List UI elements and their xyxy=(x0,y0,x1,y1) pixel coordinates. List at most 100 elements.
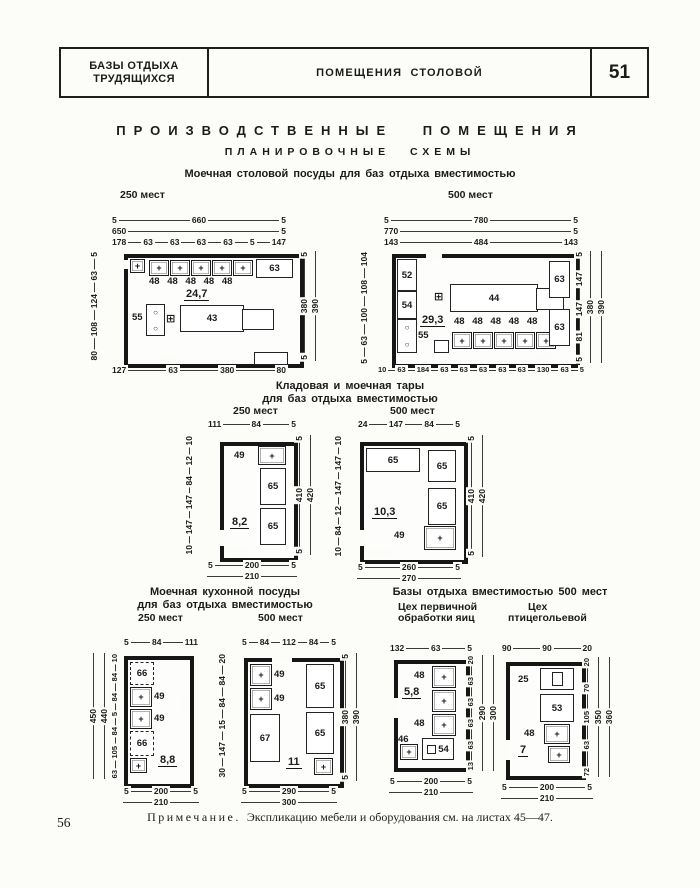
section3-title-line2: для баз отдыха вместимостью xyxy=(137,599,313,611)
dim-value: 5 xyxy=(340,773,350,782)
section1-caption-250: 250 мест xyxy=(120,189,165,201)
dim-value: 130 xyxy=(534,365,552,375)
hatch-table-icon: ⊞ xyxy=(166,313,176,325)
dim-value: 5 xyxy=(240,637,249,647)
plan1-unit-63: 63 xyxy=(256,259,293,278)
dim-value: 5 xyxy=(359,357,369,366)
dim-value: 127 xyxy=(110,365,129,375)
sink-icon: + xyxy=(130,259,145,273)
equipment-inner-rect xyxy=(551,672,563,686)
section4-caption-poultry-line1: Цех xyxy=(528,601,548,613)
plan2-table-44: 44 xyxy=(450,284,538,312)
sink-icon: + xyxy=(212,260,232,276)
dim-value: 5 xyxy=(571,226,580,236)
plan7-unit-54-label: 54 xyxy=(438,743,449,755)
plan5-dim-bottom-outer: 210 xyxy=(122,797,200,807)
dim-value: 80 xyxy=(274,365,288,375)
plan4-unit-65-bottom: 65 xyxy=(428,488,456,525)
dim-value: 12 xyxy=(184,453,194,468)
plan5-unit-66-top: 66 xyxy=(130,662,154,685)
plan3-unit-65-top: 65 xyxy=(260,468,286,505)
sink-icon: + xyxy=(432,690,456,712)
dim-value: 147 xyxy=(184,493,194,512)
dim-value: 5 xyxy=(453,562,462,572)
plan3-unit-65-bottom: 65 xyxy=(260,508,286,545)
burner-icon: ○ xyxy=(404,340,410,349)
dim-value: 5 xyxy=(122,786,131,796)
dim-value: 200 xyxy=(421,776,441,786)
dim-value: 5 xyxy=(299,353,309,362)
plan3-dim-right-outer: 420 xyxy=(305,434,315,556)
dim-value: 147 xyxy=(269,237,288,247)
plan6-door-gap-top xyxy=(272,656,292,662)
dim-value: 81 xyxy=(574,330,584,344)
plan7-dim-bottom-outer: 210 xyxy=(388,787,474,797)
footnote: Примечание.Экспликацию мебели и оборудов… xyxy=(0,810,700,825)
dim-value: 5 xyxy=(294,434,304,443)
plan3-room-area: 8,2 xyxy=(230,516,250,529)
dim-value: 111 xyxy=(206,419,224,429)
dim-value: 270 xyxy=(399,573,419,583)
dim-value: 660 xyxy=(189,215,209,225)
plan1-door-gap-left xyxy=(122,260,128,269)
dim-value: 450 xyxy=(88,706,98,726)
plan4-dim-bottom-outer: 270 xyxy=(356,573,462,583)
dim-value: 290 xyxy=(279,786,299,796)
dim-value: 143 xyxy=(382,237,401,247)
dim-value: 108 xyxy=(359,277,369,297)
dim-value: 63 xyxy=(428,643,443,653)
plan8-dim-bottom-outer: 210 xyxy=(500,793,594,803)
plan4-unit-65-top: 65 xyxy=(428,450,456,482)
sink-icon: + xyxy=(130,758,147,773)
sink-icon: + xyxy=(548,746,570,763)
section2-caption-250: 250 мест xyxy=(233,405,278,417)
sink-icon: + xyxy=(233,260,253,276)
dim-value: 84 xyxy=(306,637,321,647)
plan1-sink-labels: 48 48 48 48 48 xyxy=(149,276,233,287)
plan6-sink-49b-label: 49 xyxy=(274,693,285,704)
dim-value: 5 xyxy=(466,434,476,443)
section3-caption-500: 500 мест xyxy=(258,612,303,624)
dim-value: 5 xyxy=(453,419,462,429)
dim-value: 5 xyxy=(571,215,580,225)
dim-value: 72 xyxy=(582,765,592,778)
dim-value: 260 xyxy=(399,562,419,572)
sink-icon: + xyxy=(191,260,211,276)
dim-value: 770 xyxy=(382,226,401,236)
dim-value: 147 xyxy=(333,454,343,473)
dim-value: 5 xyxy=(289,419,298,429)
dim-value: 111 xyxy=(182,637,200,647)
dim-value: 380 xyxy=(585,297,595,317)
plan8-unit-25-box xyxy=(540,668,574,690)
header-series-title: БАЗЫ ОТДЫХА ТРУДЯЩИХСЯ xyxy=(61,49,209,96)
sink-icon: + xyxy=(130,687,152,707)
plan6-sink-49-label: 49 xyxy=(274,669,285,680)
dim-value: 5 xyxy=(465,643,474,653)
dim-value: 12 xyxy=(333,504,343,518)
section2-title-line2: для баз отдыха вместимостью xyxy=(262,393,438,405)
dim-value: 390 xyxy=(310,296,320,316)
burner-icon: ○ xyxy=(404,323,410,332)
dim-value: 20 xyxy=(582,656,592,669)
plan2-unit-54: 54 xyxy=(397,291,417,319)
dim-value: 84 xyxy=(150,637,164,647)
dim-value: 410 xyxy=(294,485,304,505)
dim-value: 104 xyxy=(359,250,369,269)
plan6-unit-67: 67 xyxy=(250,714,280,762)
dim-value: 420 xyxy=(477,486,487,506)
plan4-door-gap-left xyxy=(358,530,364,546)
dim-value: 5 xyxy=(279,215,288,225)
dim-value: 20 xyxy=(217,652,227,666)
